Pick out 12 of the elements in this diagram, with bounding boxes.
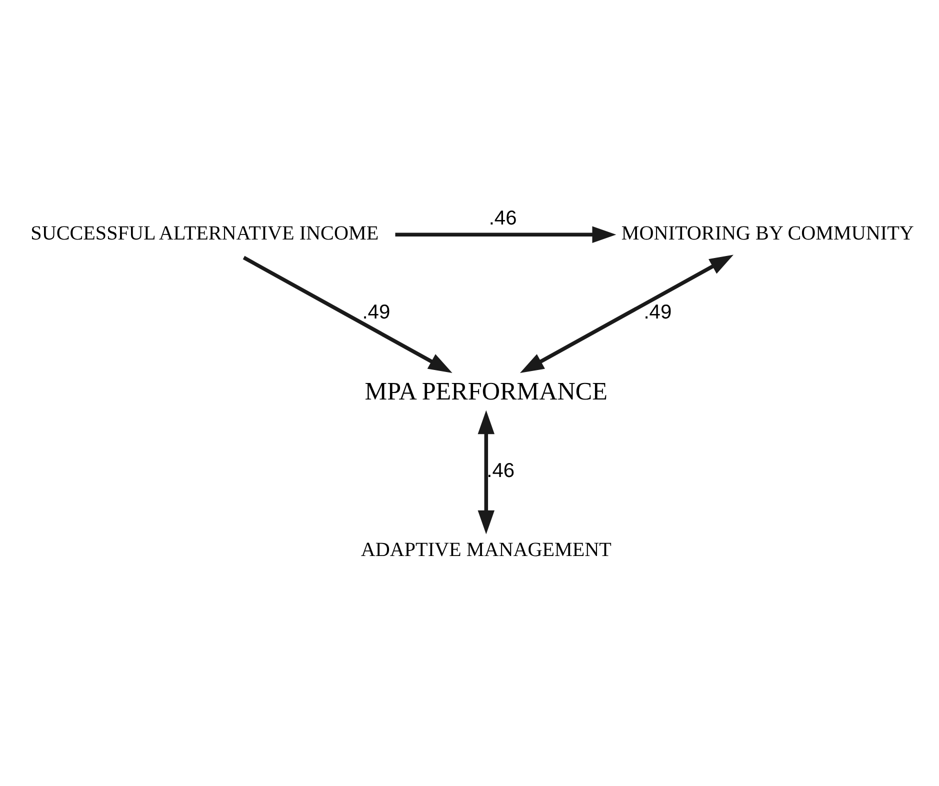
node-text: MPA PERFORMANCE: [364, 378, 608, 406]
arrow: [478, 410, 495, 534]
arrow: [395, 226, 616, 244]
node-text: ADAPTIVE MANAGEMENT: [360, 539, 612, 562]
arrow: [242, 256, 452, 374]
arrow: [520, 254, 734, 374]
edge-label: .46: [486, 460, 515, 482]
node-text: SUCCESSFUL ALTERNATIVE INCOME: [30, 222, 379, 244]
edge-label: .49: [362, 302, 390, 324]
edge-label: .49: [644, 302, 672, 324]
edge-label: .46: [488, 207, 517, 230]
node-text: MONITORING BY COMMUNITY: [621, 222, 914, 244]
